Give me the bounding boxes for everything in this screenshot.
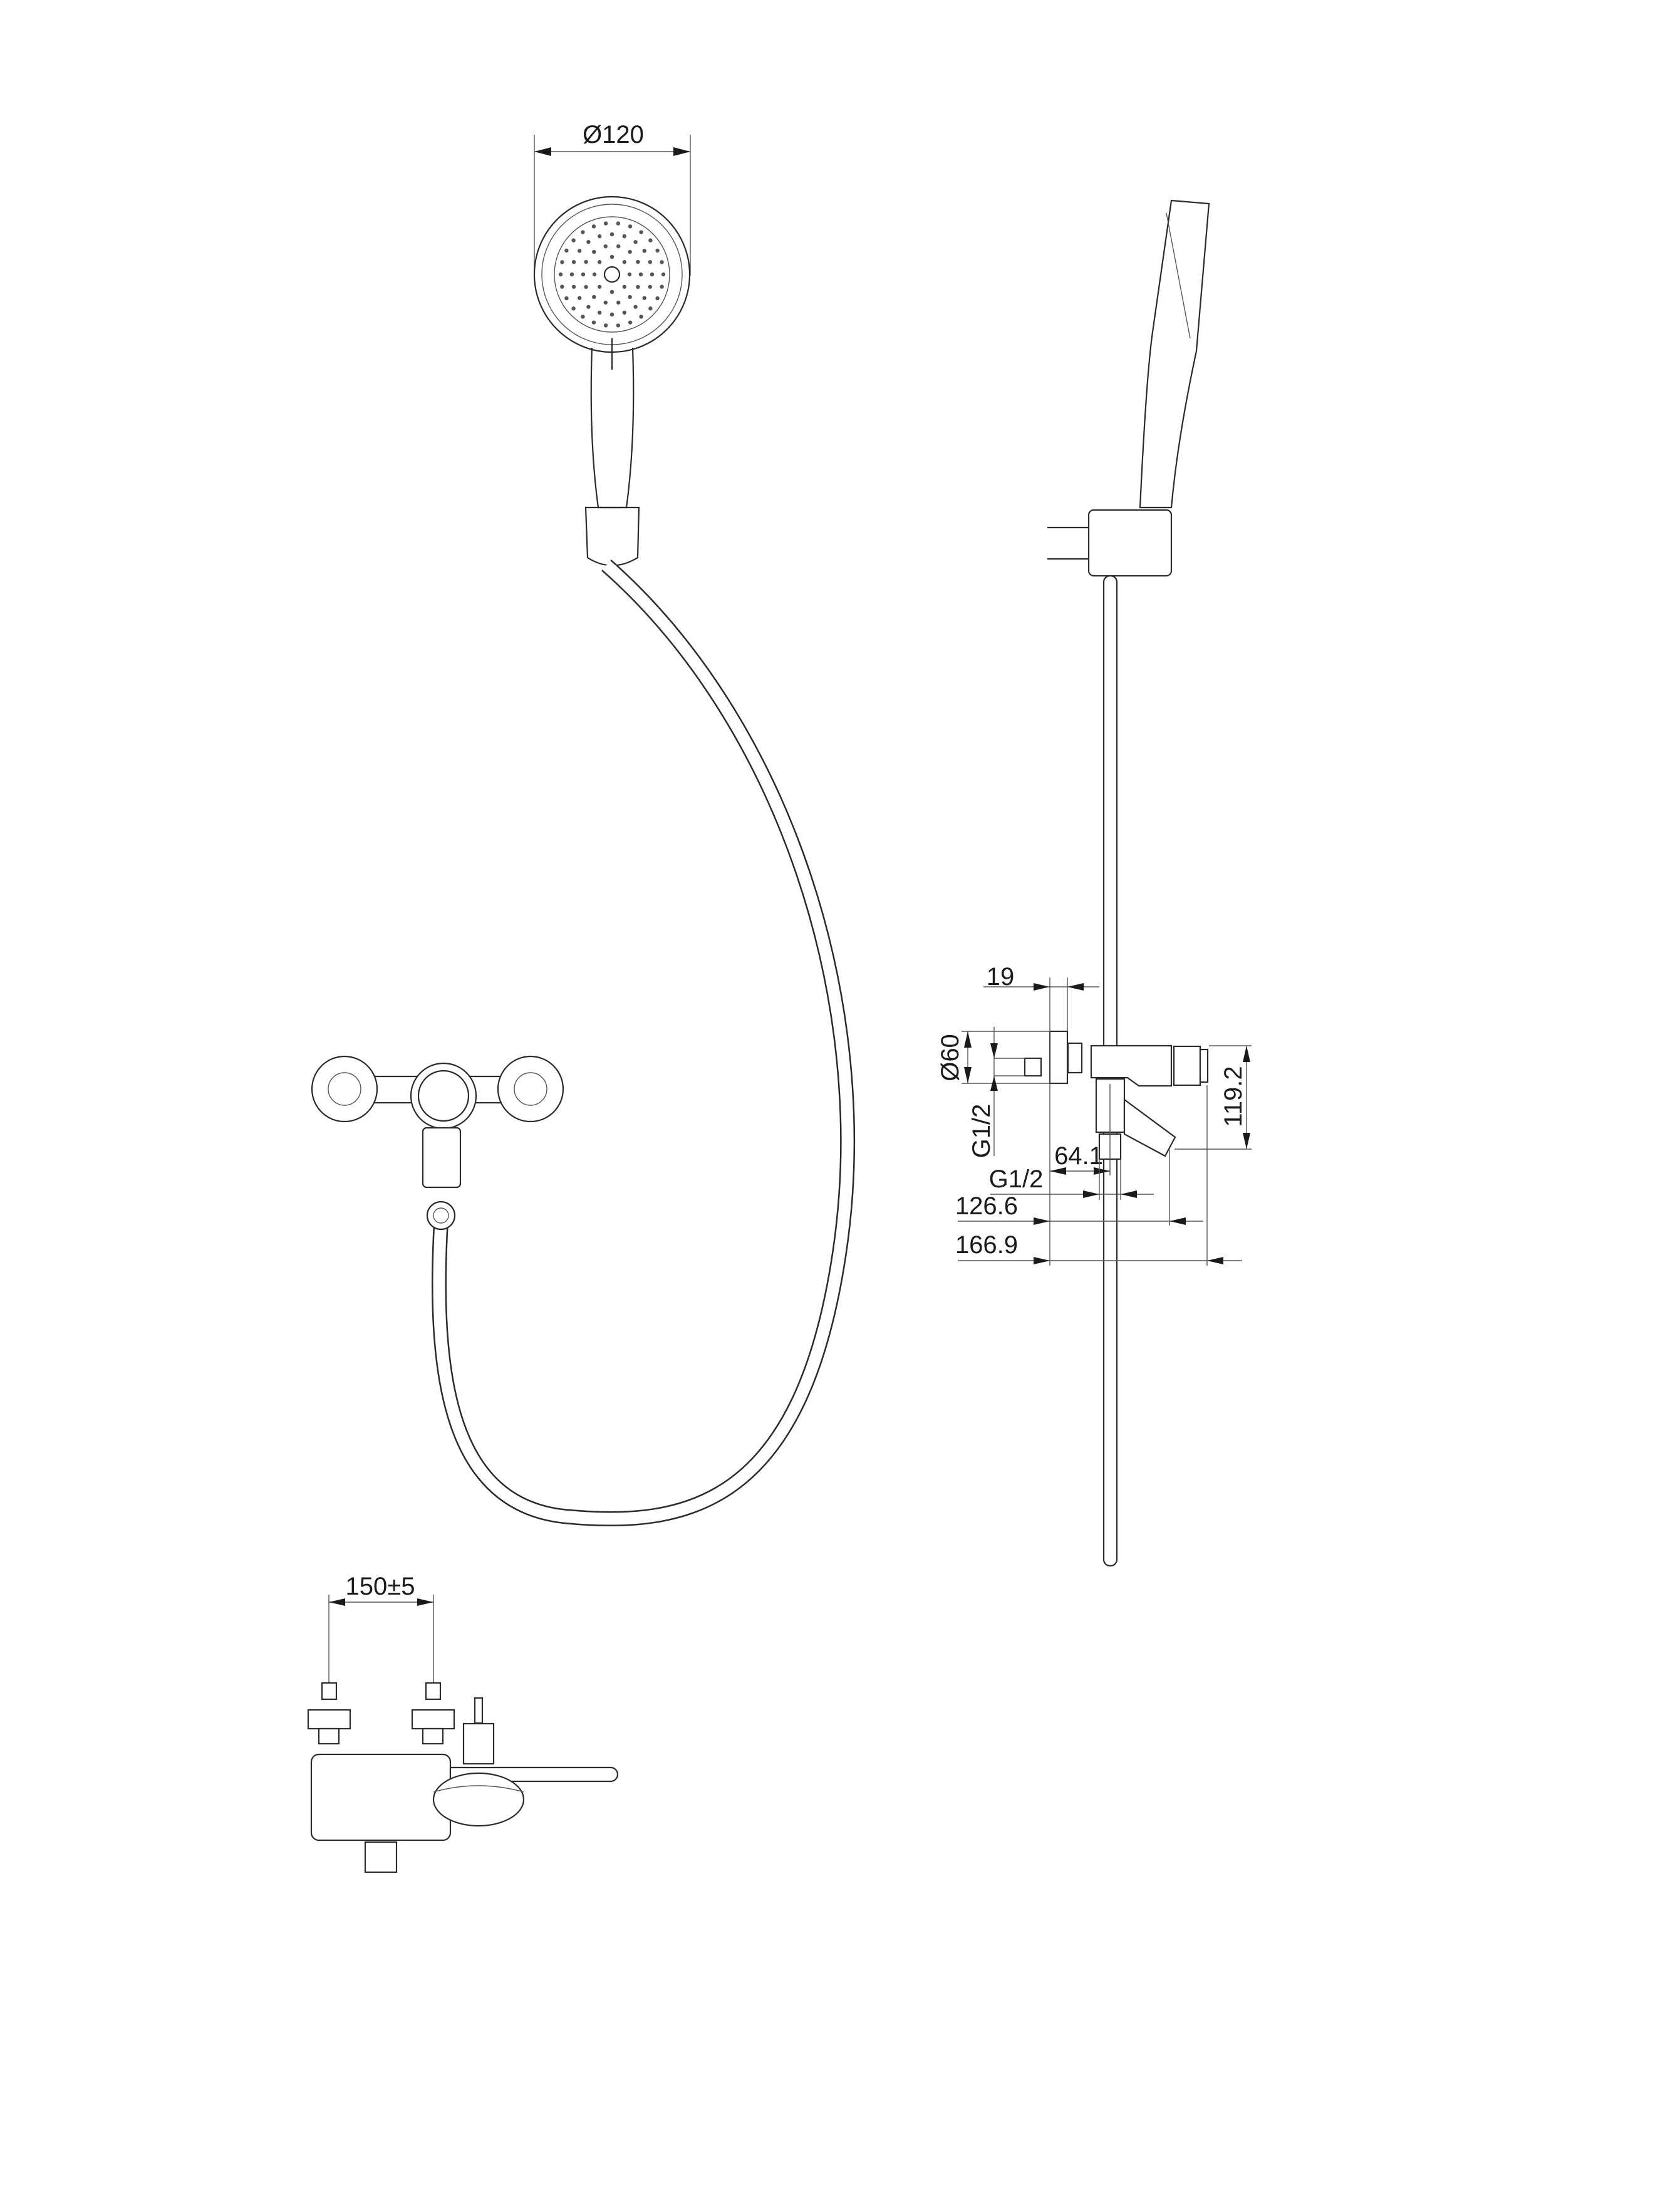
nozzle bbox=[598, 234, 602, 239]
diverter-knob bbox=[432, 1772, 525, 1827]
nozzle bbox=[591, 320, 596, 325]
nozzle bbox=[578, 249, 582, 253]
nozzle bbox=[564, 248, 569, 253]
nozzle bbox=[609, 289, 614, 294]
nozzle bbox=[638, 272, 643, 277]
nozzle bbox=[603, 323, 608, 328]
total-projection-label: 166.9 bbox=[955, 1231, 1018, 1259]
inlet-thread-label: G1/2 bbox=[968, 1104, 995, 1159]
nozzle bbox=[581, 272, 586, 277]
nozzle bbox=[636, 284, 640, 289]
mixer-front bbox=[311, 1055, 564, 1231]
nozzle bbox=[560, 260, 564, 264]
nozzle bbox=[628, 320, 633, 325]
nozzle bbox=[628, 294, 632, 299]
nozzle bbox=[586, 240, 591, 244]
nozzle bbox=[581, 315, 585, 319]
nozzle bbox=[598, 260, 602, 264]
nozzle bbox=[598, 284, 602, 289]
nozzle bbox=[592, 294, 596, 299]
nozzle bbox=[642, 296, 646, 300]
nozzle bbox=[616, 300, 621, 305]
nozzle bbox=[571, 284, 576, 289]
flange-diameter-label: Ø60 bbox=[936, 1034, 964, 1081]
spray-nozzles bbox=[558, 221, 666, 328]
nozzle bbox=[584, 284, 588, 289]
nozzle bbox=[578, 296, 582, 300]
nozzle bbox=[581, 230, 585, 234]
holder-side bbox=[1087, 509, 1173, 577]
outlet-offset-label: 64.1 bbox=[1054, 1142, 1103, 1170]
nozzle bbox=[622, 310, 626, 315]
nozzle bbox=[569, 272, 574, 277]
nozzle bbox=[616, 323, 621, 328]
nozzle bbox=[648, 260, 653, 264]
nozzle bbox=[648, 284, 653, 289]
nozzle bbox=[592, 272, 597, 277]
head-diameter-label: Ø120 bbox=[583, 121, 644, 148]
nozzle bbox=[616, 244, 621, 249]
nozzle bbox=[560, 284, 564, 289]
nozzle bbox=[609, 232, 614, 237]
nozzle bbox=[661, 272, 666, 277]
nozzle bbox=[609, 254, 614, 259]
nozzle bbox=[591, 224, 596, 229]
nozzle bbox=[592, 249, 596, 254]
nozzle bbox=[571, 306, 576, 311]
nozzle bbox=[616, 221, 621, 226]
nozzle bbox=[648, 306, 653, 311]
mixer-bottom-view: 150±5 bbox=[307, 1573, 619, 1873]
nozzle bbox=[584, 259, 588, 264]
side-view: 19 Ø60 G1/2 119.2 64.1 G1/2 12 bbox=[936, 199, 1252, 1567]
hose-holder bbox=[584, 506, 640, 566]
spout-projection-label: 126.6 bbox=[955, 1192, 1018, 1220]
nozzle bbox=[598, 310, 602, 315]
nozzle bbox=[642, 249, 646, 253]
nozzle bbox=[603, 244, 608, 249]
nozzle bbox=[609, 312, 614, 317]
nozzle bbox=[622, 234, 626, 239]
nozzle bbox=[628, 249, 632, 254]
nozzle bbox=[603, 221, 608, 226]
shower-hose bbox=[432, 559, 856, 1527]
nozzle bbox=[660, 260, 664, 264]
nozzle bbox=[628, 224, 633, 229]
hand-shower-front: Ø120 bbox=[533, 121, 691, 566]
nozzle bbox=[571, 260, 576, 264]
inlet-spacing-label: 150±5 bbox=[346, 1573, 415, 1600]
outlet-thread-label: G1/2 bbox=[989, 1165, 1044, 1193]
nozzle bbox=[660, 284, 664, 289]
nozzle bbox=[603, 300, 608, 305]
nozzle bbox=[558, 272, 563, 277]
nozzle bbox=[622, 284, 626, 289]
nozzle bbox=[655, 248, 660, 253]
nozzle bbox=[655, 296, 660, 301]
nozzle bbox=[564, 296, 569, 301]
nozzle bbox=[650, 272, 655, 277]
height-label: 119.2 bbox=[1220, 1066, 1247, 1127]
hand-shower-side bbox=[1139, 199, 1210, 509]
nozzle bbox=[639, 315, 643, 319]
nozzle bbox=[636, 259, 640, 264]
nozzle bbox=[648, 238, 653, 242]
nozzle bbox=[633, 305, 638, 309]
nozzle bbox=[571, 238, 576, 242]
wall-offset-label: 19 bbox=[987, 963, 1015, 991]
nozzle bbox=[639, 230, 643, 234]
nozzle bbox=[627, 272, 632, 277]
nozzle bbox=[633, 240, 638, 244]
nozzle bbox=[622, 260, 626, 264]
nozzle bbox=[586, 305, 591, 309]
